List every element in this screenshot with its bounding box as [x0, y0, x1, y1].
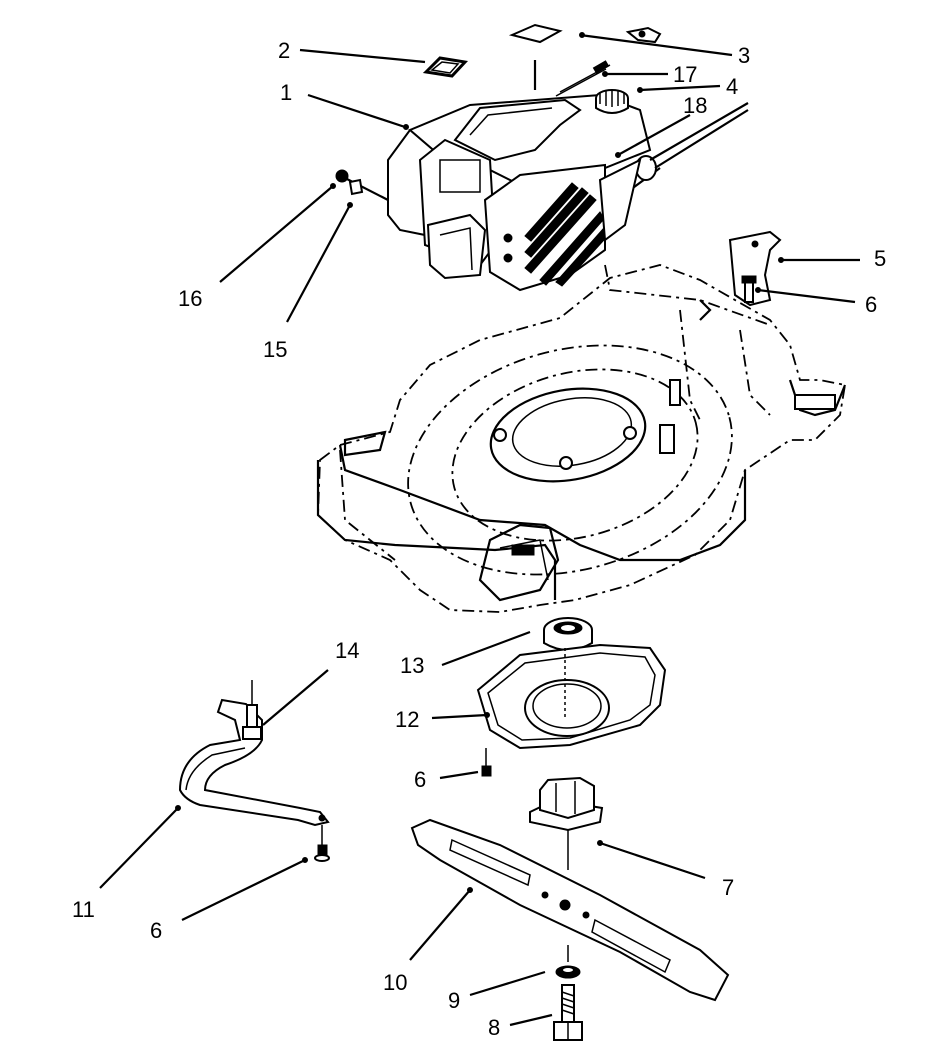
- callout-6-baffle: 6: [414, 767, 426, 792]
- bearing: [543, 617, 593, 651]
- callout-18: 18: [683, 93, 707, 118]
- callout-8: 8: [488, 1015, 500, 1040]
- screw-6-guard: [314, 825, 330, 862]
- gasket: [422, 56, 469, 78]
- bolt-6-upper: [741, 275, 757, 303]
- callout-5: 5: [874, 246, 886, 271]
- callout-6-upper: 6: [865, 292, 877, 317]
- callout-15: 15: [263, 337, 287, 362]
- engine: [387, 60, 749, 292]
- leader-dots: [175, 32, 784, 893]
- leader-lines: [99, 33, 860, 1027]
- callout-17: 17: [673, 62, 697, 87]
- screw-16: [335, 169, 389, 201]
- air-filter: [508, 23, 563, 44]
- mower-deck: [316, 264, 847, 613]
- callout-9: 9: [448, 988, 460, 1013]
- nut-15: [348, 178, 364, 196]
- bracket: [728, 230, 782, 307]
- washer: [555, 945, 581, 979]
- callout-labels: 2 1 3 17 4 18 5 6 16 15 14 13 12 6 7 11 …: [72, 38, 886, 1040]
- blade-adapter: [529, 776, 604, 870]
- callout-16: 16: [178, 286, 202, 311]
- callout-4: 4: [726, 74, 738, 99]
- callout-1: 1: [280, 80, 292, 105]
- screw-6-baffle: [481, 748, 492, 777]
- blade: [410, 818, 730, 1002]
- bolt-14: [242, 680, 262, 740]
- baffle: [476, 643, 667, 750]
- callout-10: 10: [383, 970, 407, 995]
- blade-bolt: [553, 984, 583, 1041]
- callout-6-guard: 6: [150, 918, 162, 943]
- callout-2: 2: [278, 38, 290, 63]
- callout-11: 11: [72, 897, 95, 922]
- callout-14: 14: [335, 638, 359, 663]
- callout-7: 7: [722, 875, 734, 900]
- guard-bracket: [178, 698, 330, 827]
- callout-12: 12: [395, 707, 419, 732]
- clip: [625, 26, 662, 44]
- callout-13: 13: [400, 653, 424, 678]
- callout-3: 3: [738, 43, 750, 68]
